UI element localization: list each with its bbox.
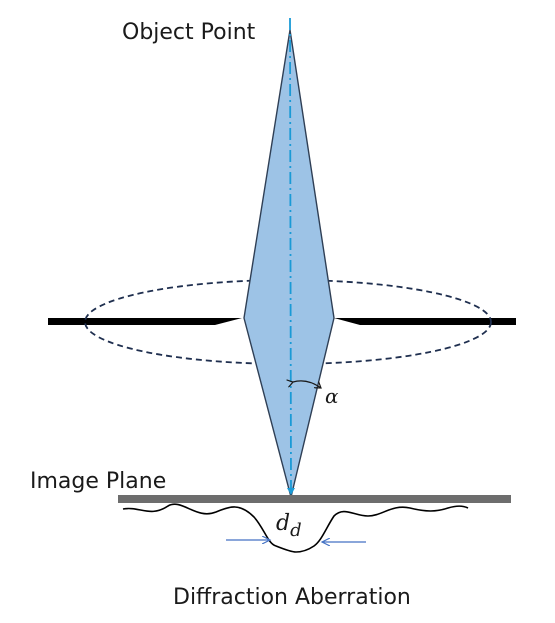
lens-plate-right	[334, 318, 516, 325]
diffraction-profile	[122, 503, 469, 553]
object-point-label: Object Point	[122, 20, 256, 45]
optical-axis	[286, 17, 295, 495]
image-plane-label: Image Plane	[30, 469, 166, 494]
spot-size-subscript: d	[290, 520, 302, 541]
angle-arc	[293, 381, 321, 388]
lens-plate-left	[48, 318, 242, 325]
spot-size-main: d	[276, 511, 290, 536]
image-plane	[118, 495, 511, 503]
spot-size-label: dd	[276, 511, 302, 541]
light-cone	[243, 29, 335, 498]
caption: Diffraction Aberration	[173, 585, 411, 610]
angle-alpha-label: α	[325, 384, 339, 408]
